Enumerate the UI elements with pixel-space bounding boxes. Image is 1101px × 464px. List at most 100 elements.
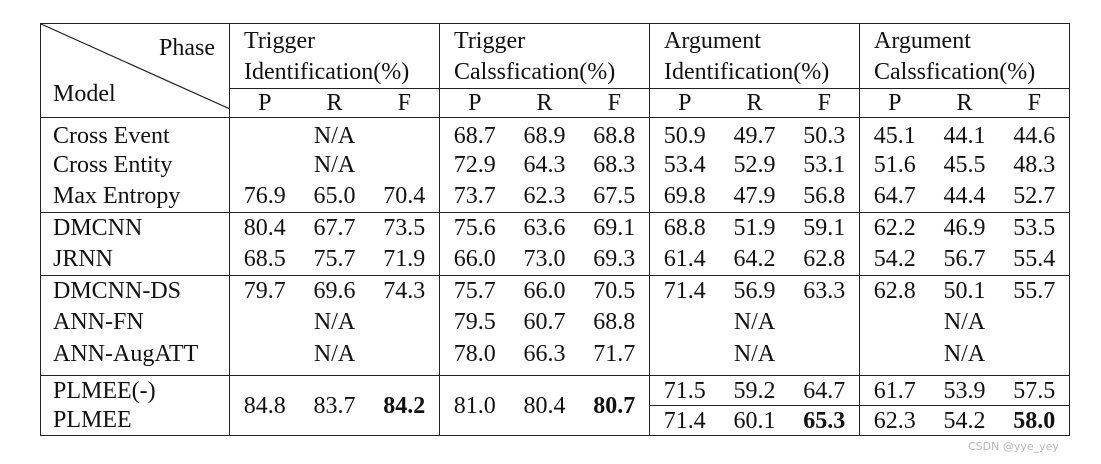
value-cell: N/A: [313, 151, 356, 178]
value-cell: 79.5: [439, 306, 510, 338]
value-cell: 71.9: [383, 246, 426, 272]
model-name-cell: DMCNN: [40, 211, 230, 244]
model-name-cell: Max Entropy: [40, 180, 230, 212]
value-cell: 52.9: [733, 151, 776, 178]
value-cell-merged: 84.8: [229, 375, 300, 436]
value-cell: 62.8: [803, 246, 846, 272]
value-cell: [370, 307, 440, 339]
value-cell: [649, 338, 720, 370]
value-cell: N/A: [733, 340, 776, 367]
value-cell: N/A: [943, 309, 986, 336]
value-cell: 53.5: [999, 211, 1070, 244]
value-cell: 68.3: [593, 151, 636, 178]
value-cell: 68.8: [593, 122, 636, 149]
value-cell: [370, 338, 440, 370]
header-corner-cell: Phase Model: [40, 23, 230, 118]
value-cell: 75.7: [439, 274, 510, 307]
value-cell: 71.5: [649, 375, 720, 406]
value-cell: 70.4: [383, 183, 426, 209]
value-cell: 78.0: [439, 338, 510, 370]
value-cell: 61.4: [649, 243, 720, 275]
diagonal-divider: [41, 24, 230, 109]
model-name-cell: DMCNN-DS: [40, 274, 230, 307]
value-cell: 45.5: [943, 151, 986, 178]
value-cell: 71.7: [593, 340, 636, 367]
metric-header-p: P: [229, 88, 300, 118]
value-cell: [229, 306, 300, 338]
value-cell: 44.6: [999, 117, 1070, 149]
value-cell: 55.7: [999, 274, 1070, 307]
value-cell: 59.1: [789, 211, 860, 244]
value-cell: 74.3: [369, 274, 440, 307]
model-name-cell: PLMEE: [40, 405, 230, 436]
value-cell: 67.5: [593, 183, 636, 209]
value-cell: 66.3: [523, 340, 566, 367]
value-cell: 64.2: [733, 246, 776, 272]
metric-header-r: R: [719, 88, 790, 118]
value-cell: N/A: [313, 122, 356, 149]
value-cell: 66.0: [509, 274, 580, 307]
phase-header: Phase: [159, 35, 215, 61]
value-cell: N/A: [733, 309, 776, 336]
value-cell: 51.9: [719, 211, 790, 244]
value-cell: 73.7: [439, 180, 510, 212]
value-cell: [370, 149, 440, 181]
value-cell: 63.3: [789, 274, 860, 307]
value-cell: 50.9: [649, 117, 720, 149]
value-cell: 75.7: [313, 246, 356, 272]
value-cell: 54.2: [929, 405, 1000, 436]
value-cell: [859, 306, 930, 338]
value-cell: 64.7: [789, 375, 860, 406]
model-name-cell: Cross Entity: [40, 149, 230, 181]
value-cell: 65.0: [313, 183, 356, 209]
value-cell: [859, 338, 930, 370]
value-cell: 54.2: [859, 243, 930, 275]
value-cell: 62.2: [859, 211, 930, 244]
value-cell: N/A: [943, 340, 986, 367]
value-cell: 50.1: [929, 274, 1000, 307]
value-cell: 69.1: [579, 211, 650, 244]
metric-header-f: F: [999, 88, 1070, 118]
value-cell: 75.6: [439, 211, 510, 244]
value-cell: 47.9: [733, 183, 776, 209]
value-cell: 53.4: [649, 149, 720, 181]
metric-header-f: F: [369, 88, 440, 118]
value-cell: 70.5: [579, 274, 650, 307]
value-cell: 60.7: [523, 309, 566, 336]
value-cell-merged: 80.7: [579, 375, 650, 436]
value-cell: 52.7: [999, 180, 1070, 212]
value-cell: 79.7: [229, 274, 300, 307]
value-cell: 50.3: [803, 122, 846, 149]
value-cell: 69.6: [299, 274, 370, 307]
value-cell: 49.7: [733, 122, 776, 149]
value-cell: [999, 306, 1070, 338]
value-cell: N/A: [313, 309, 356, 336]
value-cell: 65.3: [789, 405, 860, 436]
value-cell: 64.7: [859, 180, 930, 212]
model-name-cell: PLMEE(-): [40, 375, 230, 406]
value-cell: 59.2: [719, 375, 790, 406]
model-header: Model: [53, 81, 116, 107]
value-cell: 71.4: [649, 405, 720, 436]
watermark: CSDN @yye_yey: [968, 440, 1059, 453]
value-cell: [999, 338, 1070, 370]
value-cell: [370, 118, 440, 150]
model-name-cell: Cross Event: [40, 117, 230, 149]
value-cell: 68.8: [593, 309, 636, 336]
value-cell: 44.1: [943, 122, 986, 149]
value-cell: [229, 149, 300, 181]
value-cell: 58.0: [999, 405, 1070, 436]
value-cell: 68.9: [523, 122, 566, 149]
value-cell: 53.1: [803, 151, 846, 178]
